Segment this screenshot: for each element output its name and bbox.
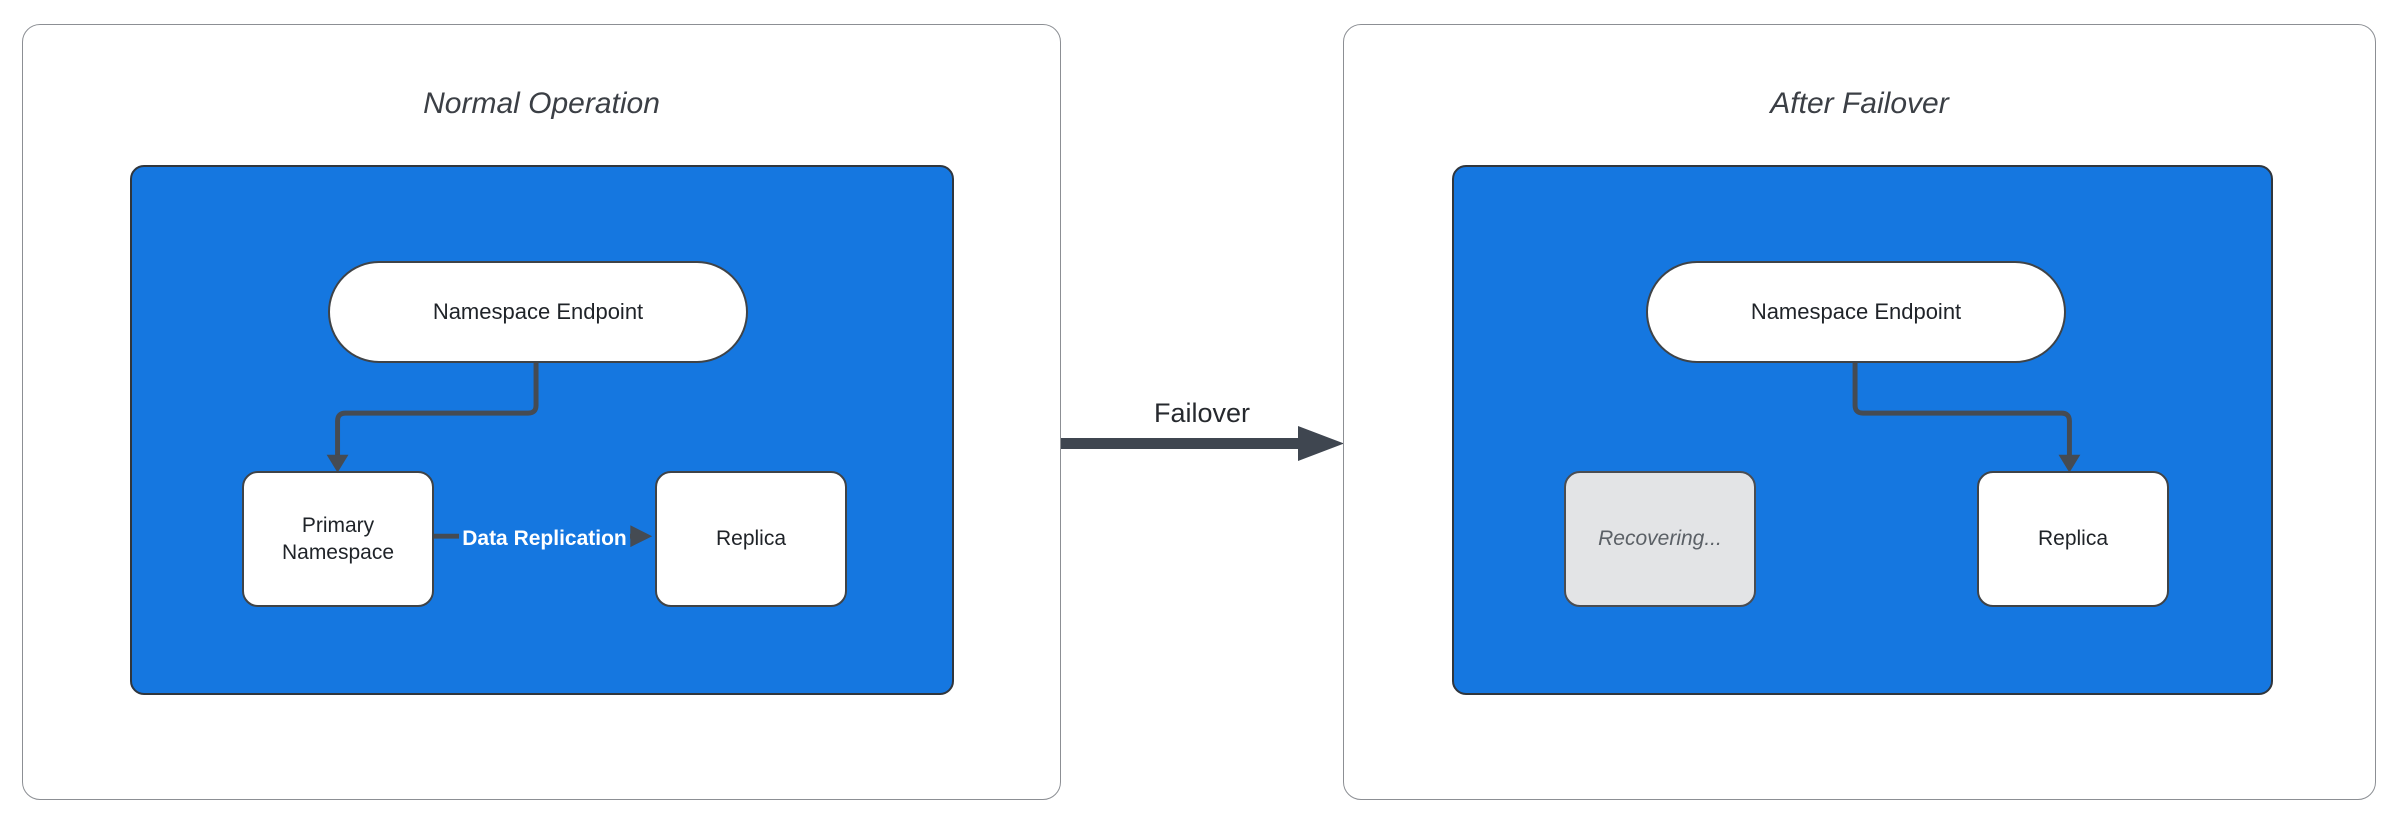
node-label: Namespace Endpoint <box>432 299 644 324</box>
node-label: Recovering... <box>1598 527 1722 551</box>
node-label: Replica <box>715 527 787 551</box>
edge-label-zone: Data Replication <box>434 521 655 557</box>
node-namespace-endpoint: Namespace Endpoint <box>1646 261 2066 363</box>
node-primary-namespace: Primary Namespace <box>242 471 434 607</box>
node-label: Primary Namespace <box>281 513 395 564</box>
arrowhead-down-icon <box>326 454 349 473</box>
arrowhead-down-icon <box>2058 454 2081 473</box>
namespace-container-failover: Namespace Endpoint Recovering... Replica <box>1452 165 2273 695</box>
node-label: Namespace Endpoint <box>1750 299 1962 324</box>
node-recovering: Recovering... <box>1564 471 1756 607</box>
node-namespace-endpoint: Namespace Endpoint <box>328 261 748 363</box>
node-replica-failover: Replica <box>1977 471 2169 607</box>
connector-endpoint-to-primary <box>326 361 653 548</box>
transition-label-failover: Failover <box>1153 398 1251 428</box>
panel-after-failover: After Failover Namespace Endpoint Recove… <box>1343 24 2376 800</box>
namespace-container-normal: Namespace Endpoint Primary Namespace Rep… <box>130 165 954 695</box>
failover-arrow-icon <box>1061 426 1344 461</box>
edge-label-data-replication: Data Replication <box>459 526 630 552</box>
node-label: Replica <box>2037 527 2109 551</box>
connector-endpoint-to-replica <box>1852 361 2081 473</box>
panel-title-normal-operation: Normal Operation <box>423 87 660 120</box>
panel-normal-operation: Normal Operation Namespace Endpoint Prim… <box>22 24 1061 800</box>
node-replica-normal: Replica <box>655 471 847 607</box>
panel-title-after-failover: After Failover <box>1770 87 1949 120</box>
